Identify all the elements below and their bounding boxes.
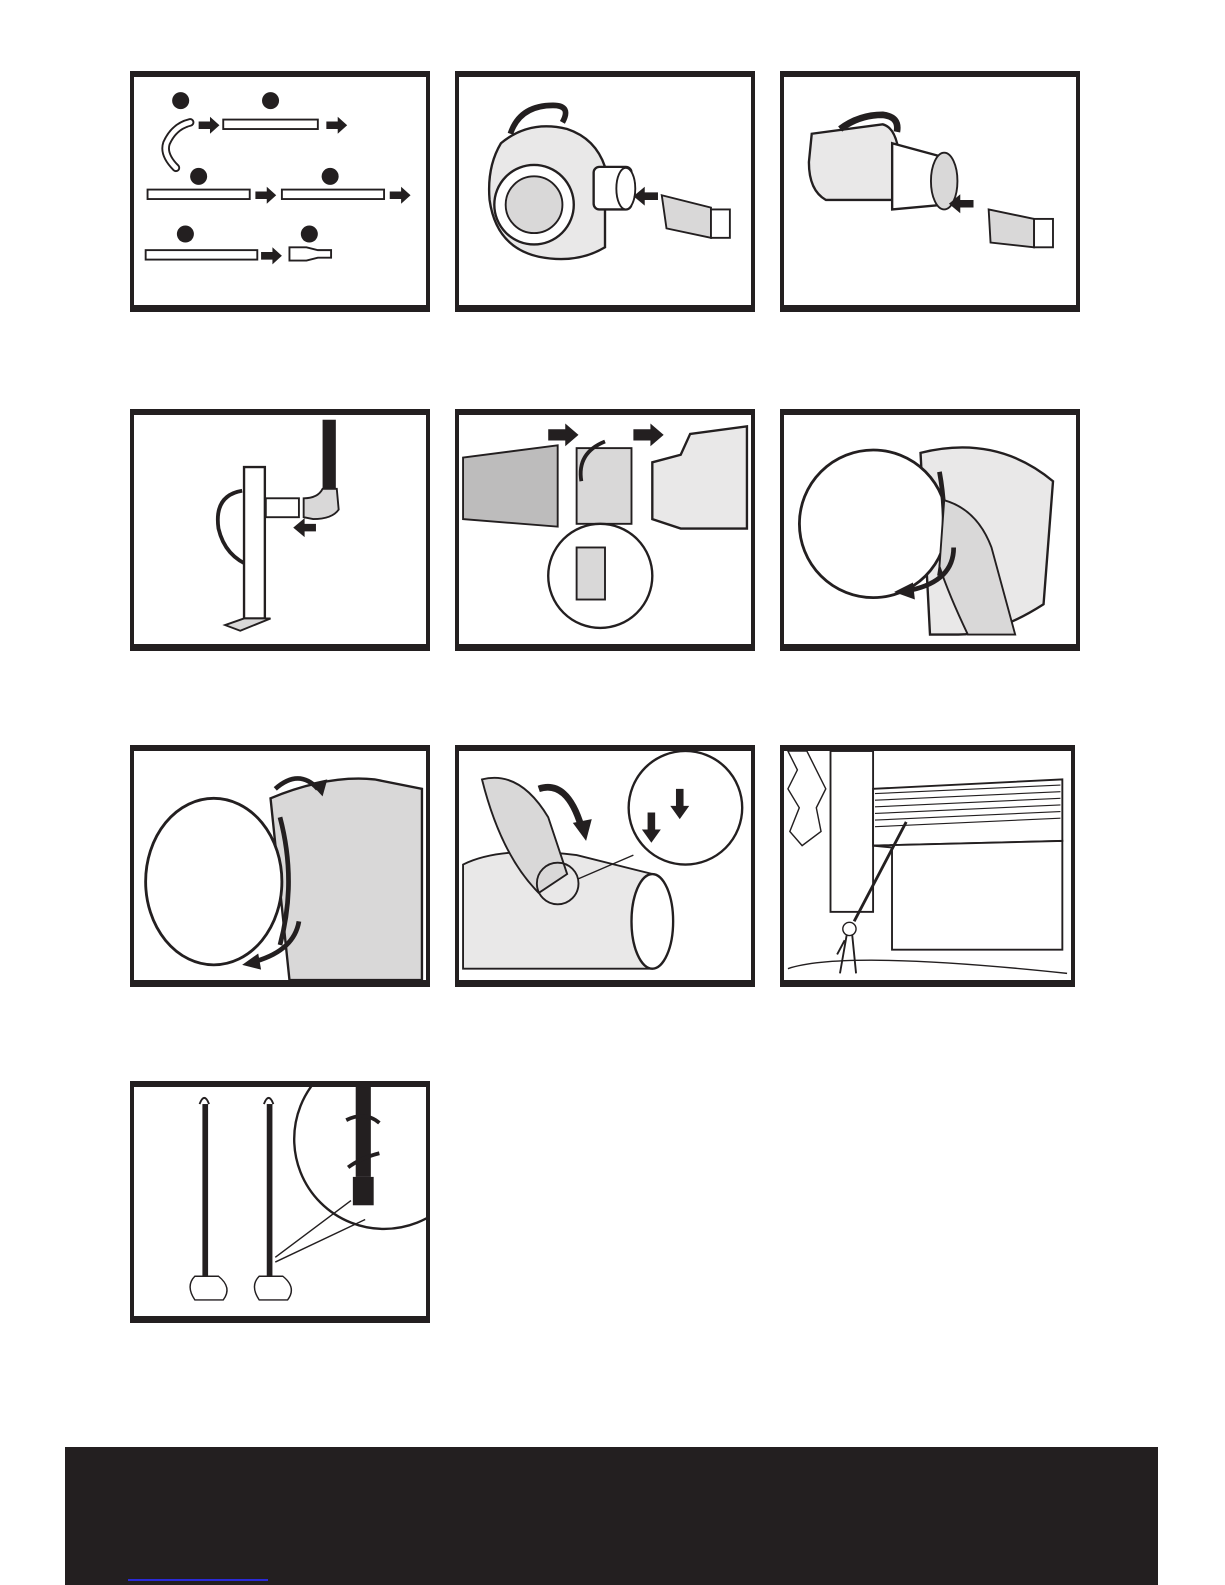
collection-bag-release-illustration: [134, 751, 426, 980]
figure-panel-7: [130, 745, 430, 987]
figure-panel-10: [130, 1081, 430, 1323]
figure-panel-4: [130, 409, 430, 651]
figure-panel-6: [780, 409, 1080, 651]
gutter-cleaning-operation-illustration: [784, 751, 1071, 980]
blower-nozzle-attach-side-illustration: [784, 77, 1076, 305]
extension-tube-lock-illustration: [134, 1087, 426, 1316]
bag-clip-attach-illustration: [459, 415, 751, 644]
figure-panel-3: [780, 71, 1080, 312]
footer-link-underline[interactable]: [128, 1579, 268, 1581]
collection-bag-rotate-illustration: [784, 415, 1076, 644]
figure-panel-1: [130, 71, 430, 312]
clip-press-release-illustration: [459, 751, 751, 980]
tube-assembly-sequence-illustration: [134, 77, 426, 305]
figure-panel-2: [455, 71, 755, 312]
figure-panel-5: [455, 409, 755, 651]
blower-nozzle-attach-illustration: [459, 77, 751, 305]
vacuum-tube-connect-illustration: [134, 415, 426, 644]
figure-panel-8: [455, 745, 755, 987]
figure-panel-9: [780, 745, 1075, 987]
footer-band: [65, 1447, 1158, 1585]
